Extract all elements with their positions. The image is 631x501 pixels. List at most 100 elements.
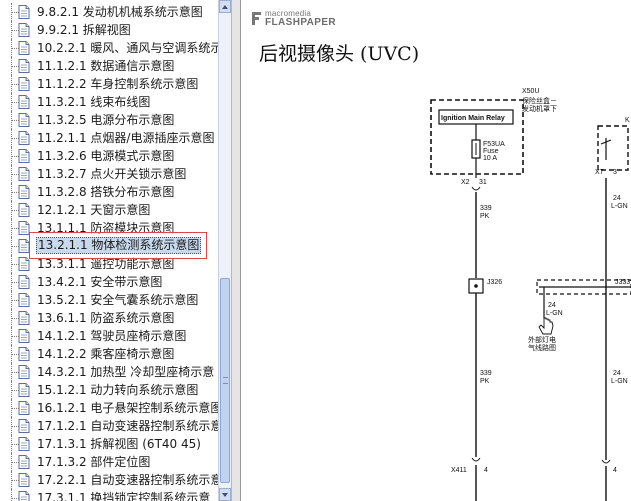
tree-item[interactable]: 17.1.2.1 自动变速器控制系统示意 [0, 417, 218, 435]
document-icon [18, 149, 30, 163]
tree-connector-line [11, 48, 21, 49]
tree-item[interactable]: 17.2.2.1 自动变速器控制系统示意 [0, 471, 218, 489]
document-icon [18, 113, 30, 127]
tree-connector-line [11, 264, 21, 265]
tree-item[interactable]: 9.9.2.1 拆解视图 [0, 21, 218, 39]
tree-item[interactable]: 13.6.1.1 防盗系统示意图 [0, 309, 218, 327]
arrow-up-icon [222, 5, 228, 9]
tree-item[interactable]: 12.1.2.1 天窗示意图 [0, 201, 218, 219]
document-icon [18, 167, 30, 181]
right-wire-2-circuit: 24 [613, 370, 621, 377]
tree-item[interactable]: 13.5.2.1 安全气囊系统示意图 [0, 291, 218, 309]
scroll-up-button[interactable] [219, 0, 231, 13]
tree-item[interactable]: 11.2.1.1 点烟器/电源插座示意图 [0, 129, 218, 147]
tree-item[interactable]: 11.3.2.5 电源分布示意图 [0, 111, 218, 129]
arrow-down-icon [222, 493, 228, 497]
tree-item[interactable]: 17.1.3.1 拆解视图 (6T40 45) [0, 435, 218, 453]
fuse-rating: 10 A [483, 155, 497, 162]
tree-connector-line [11, 174, 21, 175]
splice-j333-box [536, 279, 631, 295]
tree-item[interactable]: 11.3.2.6 电源模式示意图 [0, 147, 218, 165]
tree-item-label: 13.5.2.1 安全气囊系统示意图 [37, 293, 199, 307]
tree-vertical-scrollbar[interactable] [218, 0, 231, 501]
document-icon [18, 203, 30, 217]
document-icon [18, 131, 30, 145]
tree-item-label: 17.1.2.1 自动变速器控制系统示意 [37, 419, 218, 433]
x2-label: X2 [461, 179, 470, 186]
document-icon [18, 437, 30, 451]
tree-item[interactable]: 13.1.1.1 防盗模块示意图 [0, 219, 218, 237]
tree-item-label: 10.2.2.1 暖风、通风与空调系统示 [37, 41, 218, 55]
fuse-name: F53UA [483, 141, 505, 148]
tree-item-label: 11.3.2.6 电源模式示意图 [37, 149, 175, 163]
right-module-outline [597, 125, 629, 171]
tree-item[interactable]: 17.3.1.1 换挡锁定控制系统示意 [0, 489, 218, 501]
tree-item[interactable]: 11.3.2.1 线束布线图 [0, 93, 218, 111]
branch-circuit: 24 [548, 302, 556, 309]
tree-item-label: 13.4.2.1 安全带示意图 [37, 275, 163, 289]
tree-item[interactable]: 13.3.1.1 遥控功能示意图 [0, 255, 218, 273]
tree-item-label: 12.1.2.1 天窗示意图 [37, 203, 151, 217]
document-icon [18, 275, 30, 289]
wire-left-top-color: PK [480, 213, 490, 220]
document-icon [18, 311, 30, 325]
right-connector-mark [601, 459, 611, 464]
tree-item-label: 11.3.2.8 搭铁分布示意图 [37, 185, 175, 199]
right-wire-1-circuit: 24 [613, 195, 621, 202]
document-icon [18, 329, 30, 343]
tree-item-label: 13.2.1.1 物体检测系统示意图 [36, 237, 202, 254]
tree-connector-line [11, 120, 21, 121]
tree-item[interactable]: 11.1.2.2 车身控制系统示意图 [0, 75, 218, 93]
tree-item[interactable]: 11.1.2.1 数据通信示意图 [0, 57, 218, 75]
document-icon [18, 41, 30, 55]
tree-item[interactable]: 13.4.2.1 安全带示意图 [0, 273, 218, 291]
tree-item-label: 13.1.1.1 防盗模块示意图 [37, 221, 175, 235]
wire-left-bottom-circuit: 339 [480, 370, 492, 377]
tree-item[interactable]: 13.2.1.1 物体检测系统示意图 [0, 237, 218, 255]
relay-label: Ignition Main Relay [441, 115, 505, 122]
tree-connector-line [11, 228, 21, 229]
tree-item[interactable]: 14.1.2.2 乘客座椅示意图 [0, 345, 218, 363]
panel-splitter[interactable] [231, 0, 241, 501]
tree-connector-line [11, 156, 21, 157]
fuse-box-outline [430, 99, 524, 175]
flashpaper-icon [252, 12, 261, 25]
document-icon [18, 401, 30, 415]
tree-item[interactable]: 11.3.2.8 搭铁分布示意图 [0, 183, 218, 201]
document-icon [18, 347, 30, 361]
document-icon [18, 473, 30, 487]
tree-connector-line [11, 480, 21, 481]
x411-label: X411 [451, 467, 467, 474]
tree-item[interactable]: 16.1.2.1 电子悬架控制系统示意图 [0, 399, 218, 417]
j333-label: J333 [615, 279, 630, 286]
pin-4-left-label: 4 [484, 467, 488, 474]
tree-connector-line [11, 336, 21, 337]
scroll-down-button[interactable] [219, 488, 231, 501]
tree-item-label: 16.1.2.1 电子悬架控制系统示意图 [37, 401, 218, 415]
document-icon [18, 95, 30, 109]
tree-item[interactable]: 11.3.2.7 点火开关锁示意图 [0, 165, 218, 183]
tree-item-label: 11.2.1.1 点烟器/电源插座示意图 [37, 131, 215, 145]
tree-connector-line [11, 138, 21, 139]
document-icon [18, 491, 30, 501]
tree-item-label: 9.8.2.1 发动机机械系统示意图 [37, 5, 203, 19]
scrollbar-thumb[interactable] [220, 278, 230, 483]
tree-item[interactable]: 10.2.2.1 暖风、通风与空调系统示 [0, 39, 218, 57]
grip-icon [223, 377, 228, 384]
document-icon [18, 5, 30, 19]
tree-item-label: 9.9.2.1 拆解视图 [37, 23, 131, 37]
tree-item[interactable]: 15.1.2.1 动力转向系统示意图 [0, 381, 218, 399]
tree-item[interactable]: 9.8.2.1 发动机机械系统示意图 [0, 3, 218, 21]
tree-item-label: 14.1.2.1 驾驶员座椅示意图 [37, 329, 187, 343]
tree-connector-line [11, 282, 21, 283]
tree-item[interactable]: 17.1.3.2 部件定位图 [0, 453, 218, 471]
document-icon [18, 221, 30, 235]
pin-3-label: 3 [613, 169, 617, 176]
document-icon [18, 419, 30, 433]
tree-item[interactable]: 14.3.2.1 加热型 冷却型座椅示意 [0, 363, 218, 381]
right-switch-symbol [600, 138, 612, 160]
document-viewer[interactable]: macromedia FLASHPAPER 后视摄像头 (UVC) Igniti… [241, 0, 631, 501]
tree-connector-line [11, 462, 21, 463]
x7-label: X7 [595, 169, 604, 176]
tree-item[interactable]: 14.1.2.1 驾驶员座椅示意图 [0, 327, 218, 345]
